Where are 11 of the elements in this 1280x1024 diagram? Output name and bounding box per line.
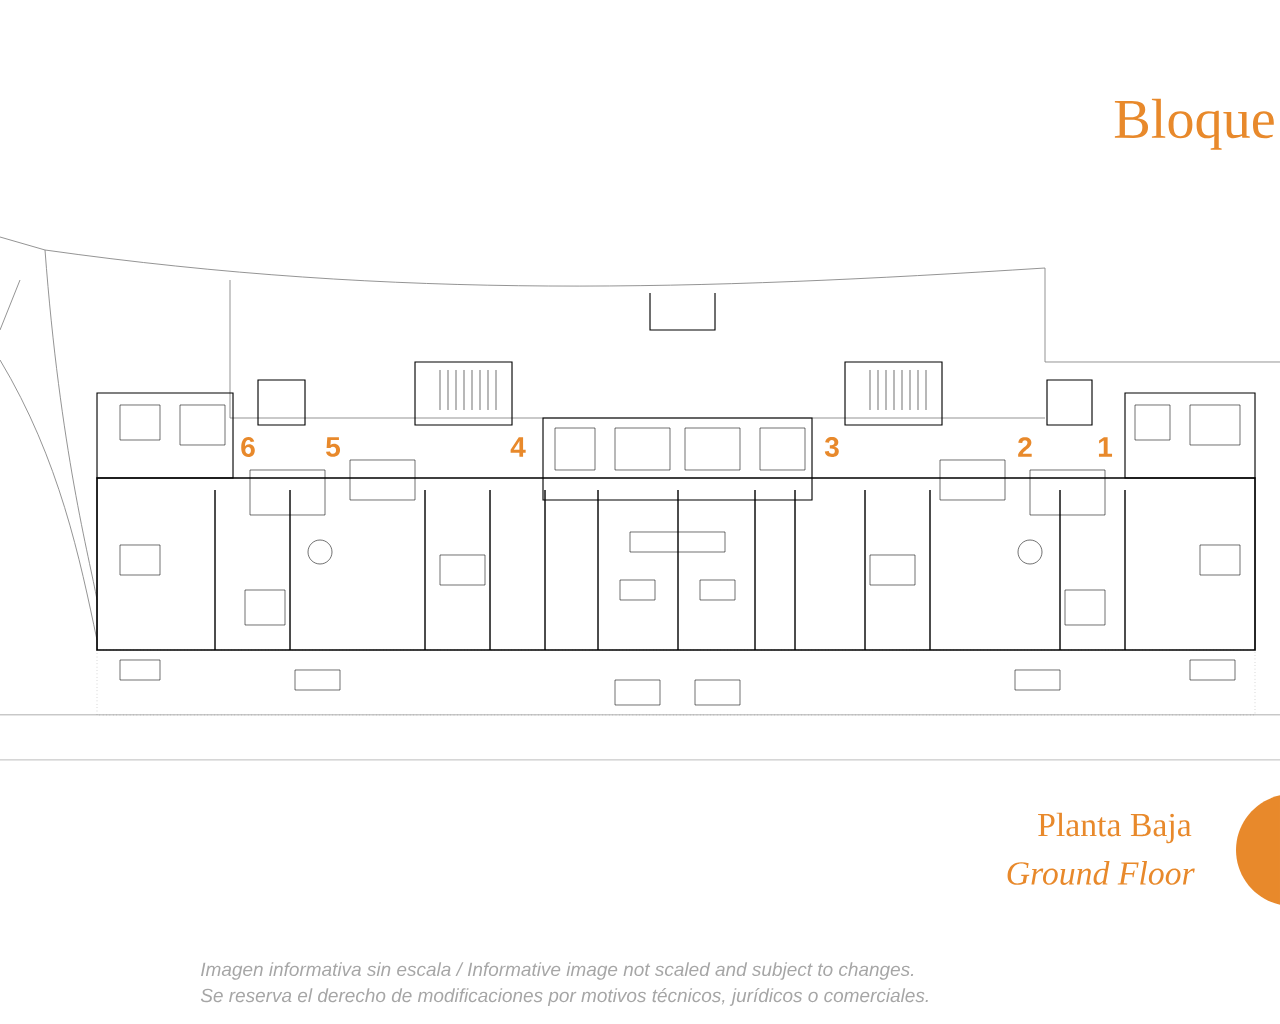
floor-name: Planta Baja	[1038, 812, 1192, 844]
unit-number: 4	[510, 437, 526, 457]
title: Bloque	[1114, 98, 1274, 150]
disclaimer: Se reserva el derecho de modificaciones por motivos técnicos, jurídicos o comerciales.	[200, 988, 928, 1006]
unit-number: 1	[1098, 437, 1113, 457]
floor-name: Ground Floor	[1007, 861, 1195, 885]
disclaimer: Imagen informativa sin escala / Informative image not scaled and subject to changes.	[201, 962, 914, 980]
unit-number: 2	[1018, 437, 1032, 457]
unit-number: 3	[824, 437, 839, 457]
unit-number: 6	[241, 437, 255, 457]
unit-number: 5	[326, 437, 341, 457]
